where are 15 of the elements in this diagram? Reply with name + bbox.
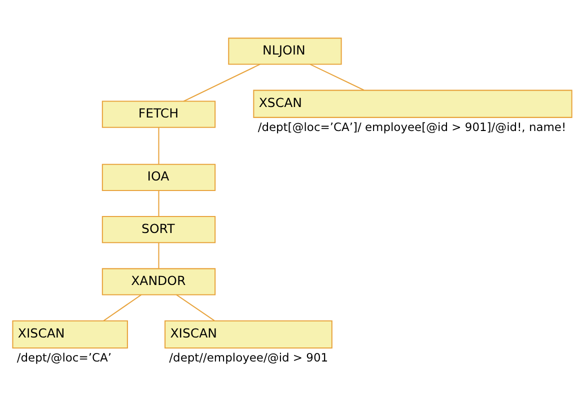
- node-label: /dept[@loc=’CA’]/ employee[@id > 901]/@id!, name!: [258, 119, 566, 134]
- connector: [158, 190, 160, 216]
- connector: [158, 242, 160, 268]
- connector: [103, 294, 142, 321]
- node-box: XANDOR: [102, 268, 216, 295]
- connector: [176, 294, 215, 321]
- node-box: IOA: [102, 163, 216, 190]
- node-box: SORT: [102, 216, 216, 243]
- node-label: /dept//employee/@id > 901: [169, 350, 328, 364]
- connector: [183, 63, 260, 102]
- connector: [158, 126, 160, 164]
- connector: [310, 63, 364, 90]
- node-box: NLJOIN: [228, 37, 342, 64]
- node-label: /dept/@loc=’CA’: [16, 350, 112, 364]
- node-box: FETCH: [102, 100, 216, 128]
